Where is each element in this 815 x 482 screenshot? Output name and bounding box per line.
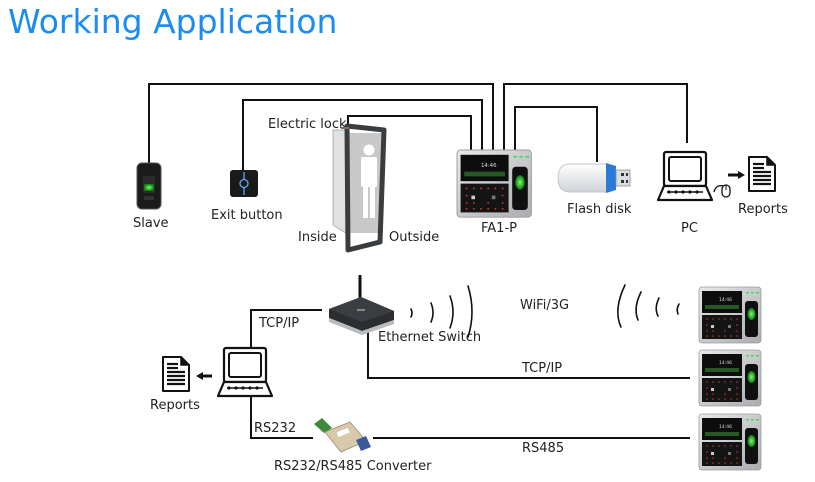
- reports-label-bottom: Reports: [150, 398, 200, 413]
- exit-button-label: Exit button: [211, 208, 283, 223]
- reports-label-top: Reports: [738, 202, 788, 217]
- arrow-left-icon: [196, 372, 212, 380]
- rs485-connection-label: RS485: [522, 441, 564, 456]
- wire-slave: [148, 83, 494, 163]
- slave-label: Slave: [133, 216, 169, 231]
- top-wires: [148, 83, 688, 172]
- wire-pc-rs232: [250, 396, 313, 439]
- page-title: Working Application: [8, 2, 338, 41]
- wifi-waves-out-icon: [410, 285, 473, 338]
- pc-rs232-label: RS232: [254, 421, 296, 436]
- tcpip-connection-label: TCP/IP: [521, 361, 562, 376]
- slave-reader-icon: [136, 162, 162, 210]
- pc-tcpip-label: TCP/IP: [258, 316, 299, 331]
- wire-flash-disk: [514, 106, 598, 162]
- wire-electric-lock: [347, 115, 472, 150]
- usb-flash-disk-icon: [557, 163, 631, 193]
- bottom-wires: [250, 309, 690, 439]
- electric-lock-label: Electric lock: [268, 117, 347, 132]
- laptop-icon-bottom: [216, 346, 274, 398]
- laptop-icon: [656, 150, 714, 202]
- rs232-rs485-converter-icon: [314, 418, 371, 453]
- terminal-rs485-icon: [698, 413, 762, 471]
- arrow-right-icon: [728, 171, 745, 179]
- wifi-3g-label: WiFi/3G: [520, 298, 569, 313]
- wire-switch-tcpip: [367, 326, 690, 379]
- ethernet-switch-icon: [329, 275, 394, 335]
- document-icon-bottom: [161, 355, 191, 393]
- wifi-waves-in-icon: [617, 284, 680, 328]
- exit-button-icon: [230, 170, 258, 197]
- wire-exit-button: [242, 99, 483, 172]
- wire-pc-tcpip: [250, 309, 322, 347]
- flash-disk-label: Flash disk: [567, 202, 632, 217]
- outside-label: Outside: [389, 230, 439, 245]
- mouse-icon: [713, 184, 731, 198]
- converter-label: RS232/RS485 Converter: [274, 459, 432, 474]
- fingerprint-terminal-icon: [456, 149, 533, 218]
- terminal-wifi-icon: [698, 286, 762, 344]
- document-icon: [747, 155, 777, 193]
- fa1-p-label: FA1-P: [481, 221, 517, 236]
- wire-pc: [503, 83, 688, 150]
- ethernet-switch-label: Ethernet Switch: [378, 330, 481, 345]
- inside-label: Inside: [298, 230, 337, 245]
- door-icon: [332, 123, 387, 253]
- pc-label: PC: [681, 221, 698, 236]
- terminal-tcpip-icon: [698, 349, 762, 407]
